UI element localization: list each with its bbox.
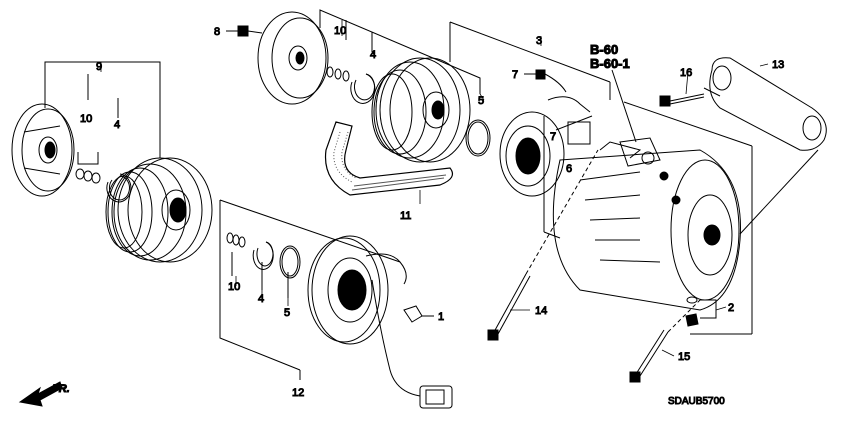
callout-12: 12 [292, 387, 304, 399]
drive-belt-11 [324, 121, 453, 196]
callout-13: 13 [772, 59, 784, 71]
compressor-coil-6 [499, 96, 593, 197]
pulley-top [371, 57, 471, 163]
snap-ring-bottom [252, 241, 274, 270]
upper-bracket [319, 9, 481, 94]
pulley-left [105, 157, 213, 263]
shim-washers-top [326, 66, 350, 82]
shim-washers-bottom [226, 232, 246, 248]
callout-2: 2 [728, 302, 734, 314]
snap-ring-top [350, 73, 376, 104]
compressor-body [552, 137, 741, 311]
front-direction-label: FR. [52, 383, 70, 395]
bolt-7 [524, 69, 567, 93]
reference-b60: B-60 [590, 42, 618, 57]
field-coil [307, 235, 421, 397]
bracket-13 [703, 57, 827, 151]
callout-16: 16 [680, 67, 692, 79]
compressor-frame [449, 21, 753, 335]
diagram-code: SDAUB5700 [668, 396, 725, 407]
callout-3: 3 [536, 35, 542, 47]
bracket-leader [739, 149, 819, 235]
connector-12 [419, 385, 453, 409]
reference-leader [611, 69, 637, 143]
callout-10b: 10 [334, 25, 346, 37]
clutch-plate-top [257, 11, 329, 105]
callout-10c: 10 [228, 281, 240, 293]
snap-ring-5-top [465, 119, 491, 157]
snap-ring-5-bottom [279, 245, 301, 279]
callout-11: 11 [400, 210, 411, 222]
part-2 [685, 296, 717, 327]
callout-8: 8 [214, 26, 220, 38]
callout-9: 9 [96, 61, 102, 73]
callout-7a: 7 [512, 69, 518, 81]
callout-4b: 4 [370, 49, 376, 61]
callout-7b: 7 [550, 131, 556, 143]
callout-10a: 10 [80, 113, 92, 125]
callout-15: 15 [678, 351, 690, 363]
callout-4a: 4 [114, 119, 120, 131]
front-direction-arrow-icon [18, 381, 63, 407]
callout-1: 1 [438, 311, 444, 323]
callout-6: 6 [566, 163, 572, 175]
bolt-8 [226, 25, 263, 37]
leader-lines [100, 20, 769, 357]
reference-b60-1: B-60-1 [590, 56, 630, 71]
callout-5a: 5 [478, 95, 484, 107]
bolt-14 [487, 149, 599, 341]
group-9-bracket [44, 61, 161, 158]
callout-4c: 4 [258, 293, 264, 305]
shim-washers-left [75, 152, 101, 184]
bolt-16 [659, 93, 705, 107]
callout-14: 14 [535, 305, 547, 317]
clutch-plate-left [11, 103, 75, 197]
clip-1 [403, 305, 434, 323]
bolt-15 [629, 299, 701, 383]
callout-5b: 5 [284, 307, 290, 319]
group-12-frame [219, 199, 401, 380]
